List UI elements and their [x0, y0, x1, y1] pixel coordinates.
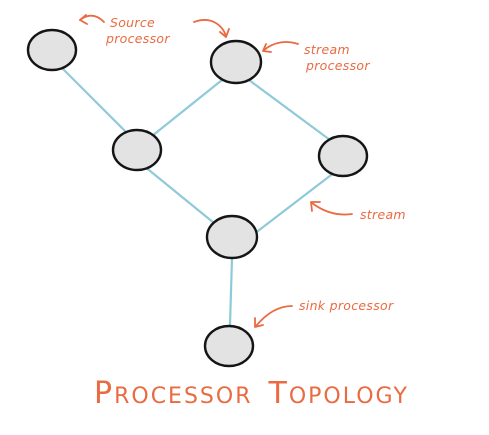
processor-nodes — [26, 28, 369, 368]
edge-left-processor-to-middle-processor — [142, 164, 216, 225]
stream-arrow — [311, 202, 353, 216]
stream-processor-arrowhead — [262, 43, 272, 53]
edge-stream-processor-to-left-processor — [150, 78, 224, 138]
source-processor-label-line1: Source — [110, 15, 155, 30]
stream-processor-label-line2: processor — [305, 58, 370, 73]
stream-edges — [54, 60, 337, 327]
diagram-title: PROCESSOR TOPOLOGY — [94, 376, 409, 411]
sink-processor-arrow — [255, 305, 293, 327]
stream-processor-arrow — [263, 41, 299, 51]
title-word-opology: OPOLOGY — [289, 384, 409, 409]
stream-processor-label-line1: stream — [304, 42, 350, 57]
sink-processor-annotation: sink processor — [254, 298, 394, 328]
title-word-rocessor: ROCESSOR — [114, 384, 252, 409]
source-processor-arrowhead — [79, 14, 88, 25]
title-initial-t: T — [268, 376, 289, 411]
sink-processor-label: sink processor — [299, 298, 394, 313]
source-processor-annotation: Source processor — [79, 14, 230, 46]
stream-annotation: stream — [310, 201, 406, 222]
source-to-stream-processor-arrow — [193, 19, 227, 37]
stream-label: stream — [360, 207, 406, 222]
edge-source-to-left-processor — [54, 60, 130, 136]
sink-processor-node — [203, 324, 255, 368]
source-processor-label-line2: processor — [105, 31, 170, 46]
source-processor-node — [26, 28, 78, 72]
left-processor-node — [111, 128, 163, 172]
title-initial-p: P — [94, 376, 114, 411]
source-to-stream-processor-arrowhead — [219, 28, 230, 38]
middle-processor-node — [205, 214, 259, 260]
stream-processor-node — [209, 39, 263, 85]
edge-stream-processor-to-right-processor — [247, 78, 332, 142]
sink-processor-arrowhead — [254, 317, 264, 328]
stream-arrowhead — [310, 201, 321, 212]
edge-middle-processor-to-sink — [228, 256, 234, 327]
edge-right-processor-to-middle-processor — [252, 170, 337, 236]
stream-processor-annotation: stream processor — [262, 41, 370, 73]
right-processor-node — [317, 134, 369, 178]
